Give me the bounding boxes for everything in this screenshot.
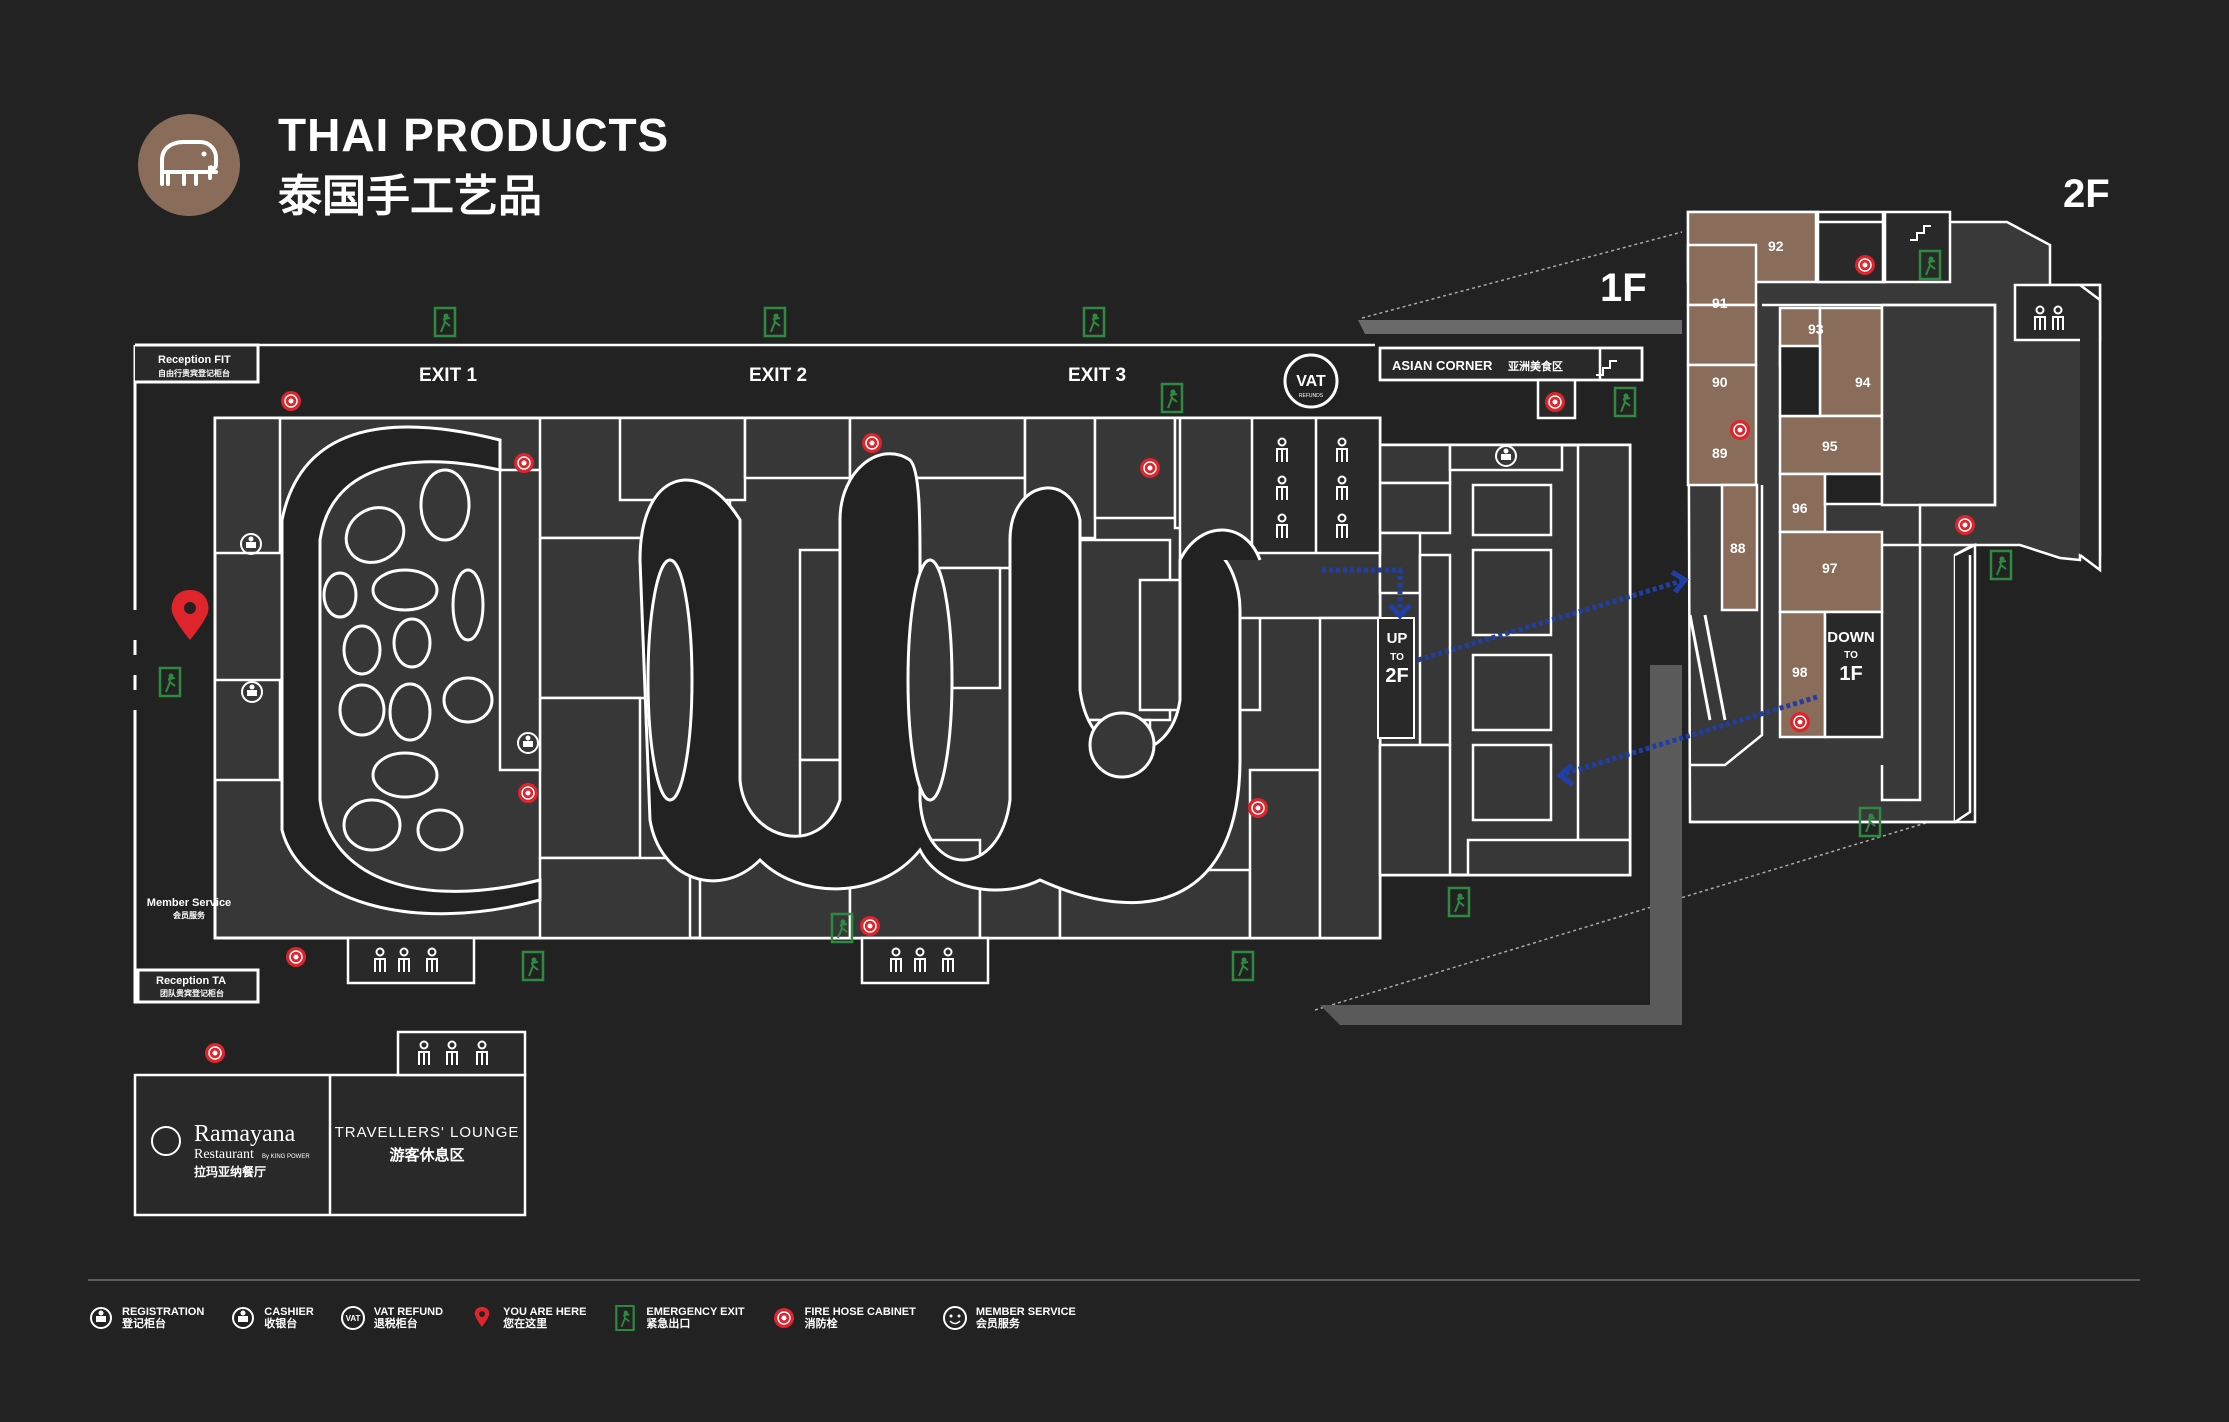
svg-text:Restaurant: Restaurant	[194, 1147, 254, 1162]
svg-text:TO: TO	[1390, 652, 1404, 663]
member-service-icon	[942, 1305, 968, 1331]
store-93: 93	[1808, 321, 1824, 337]
elephant-logo-icon	[138, 114, 240, 216]
svg-text:1F: 1F	[1839, 663, 1862, 685]
svg-text:Member Service: Member Service	[147, 897, 231, 909]
store-96: 96	[1792, 500, 1808, 516]
legend-divider	[88, 1279, 2140, 1281]
page-title-cn: 泰国手工艺品	[278, 171, 542, 222]
store-92: 92	[1768, 238, 1784, 254]
reception-fit: Reception FIT 自由行贵宾登记柜台	[158, 354, 231, 378]
store-91: 91	[1712, 295, 1728, 311]
up-to-2f: UP TO 2F	[1377, 617, 1415, 739]
svg-text:Ramayana: Ramayana	[194, 1121, 296, 1147]
walkways	[280, 425, 1262, 916]
fire-hose-cabinet-icon	[771, 1305, 797, 1331]
svg-text:拉玛亚纳餐厅: 拉玛亚纳餐厅	[194, 1164, 266, 1179]
svg-text:Reception FIT: Reception FIT	[158, 354, 231, 366]
svg-text:TRAVELLERS' LOUNGE: TRAVELLERS' LOUNGE	[335, 1124, 520, 1141]
page-title: THAI PRODUCTS	[278, 109, 670, 161]
exit-3-label: EXIT 3	[1068, 365, 1126, 386]
svg-text:UP: UP	[1387, 630, 1408, 647]
reception-ta: Reception TA 团队贵宾登记柜台	[156, 975, 226, 998]
svg-text:Reception TA: Reception TA	[156, 975, 226, 987]
floor-label-2f: 2F	[2063, 172, 2110, 216]
floor-label-1f: 1F	[1600, 266, 1647, 310]
svg-text:REFUNDS: REFUNDS	[1299, 393, 1324, 399]
ramayana-label: Ramayana Restaurant By KING POWER 拉玛亚纳餐厅	[151, 1121, 310, 1179]
store-89: 89	[1712, 445, 1728, 461]
exit-2-label: EXIT 2	[749, 365, 807, 386]
down-to-1f: DOWN TO 1F	[1827, 629, 1875, 685]
svg-text:游客休息区: 游客休息区	[389, 1146, 464, 1164]
you-are-here-pin	[171, 590, 209, 640]
stores-2f-labels: 92 91 90 89 88 93 94 95 96 97 98	[1712, 238, 1871, 680]
stairs-icons	[1596, 225, 1931, 721]
svg-text:亚洲美食区: 亚洲美食区	[1508, 359, 1563, 373]
svg-text:VAT: VAT	[345, 1314, 360, 1323]
vat-refund-badge: VAT REFUNDS	[1283, 353, 1339, 409]
lounge-label: TRAVELLERS' LOUNGE 游客休息区	[335, 1124, 520, 1164]
exit-labels: EXIT 1 EXIT 2 EXIT 3	[419, 365, 1126, 386]
svg-text:TO: TO	[1844, 650, 1858, 661]
store-90: 90	[1712, 374, 1728, 390]
floor-2f	[1686, 210, 2102, 824]
emergency-exit-icon	[612, 1305, 638, 1331]
svg-text:DOWN: DOWN	[1827, 629, 1875, 646]
svg-text:会员服务: 会员服务	[173, 910, 206, 920]
member-service-label: Member Service 会员服务	[147, 897, 231, 920]
store-95: 95	[1822, 438, 1838, 454]
svg-text:团队贵宾登记柜台: 团队贵宾登记柜台	[160, 988, 224, 998]
store-88: 88	[1730, 540, 1746, 556]
asian-corner: ASIAN CORNER 亚洲美食区	[1378, 346, 1644, 382]
cashier-icon	[230, 1305, 256, 1331]
stepping-stones	[322, 468, 494, 852]
you-are-here-icon	[469, 1305, 495, 1331]
exit-1-label: EXIT 1	[419, 365, 478, 386]
svg-text:自由行贵宾登记柜台: 自由行贵宾登记柜台	[158, 368, 230, 378]
svg-text:VAT: VAT	[1296, 373, 1326, 390]
ramayana-lounge-block	[133, 1030, 527, 1217]
floor-projection	[1314, 231, 1969, 1025]
store-94: 94	[1855, 374, 1871, 390]
vat-refund-icon: VAT	[340, 1305, 366, 1331]
store-97: 97	[1822, 560, 1838, 576]
svg-text:2F: 2F	[1385, 665, 1408, 687]
registration-icon	[88, 1305, 114, 1331]
svg-text:By KING POWER: By KING POWER	[262, 1154, 310, 1160]
restroom-blocks	[346, 346, 1644, 985]
svg-text:ASIAN CORNER: ASIAN CORNER	[1392, 358, 1493, 373]
route-arrows	[1322, 567, 1818, 787]
store-98: 98	[1792, 664, 1808, 680]
